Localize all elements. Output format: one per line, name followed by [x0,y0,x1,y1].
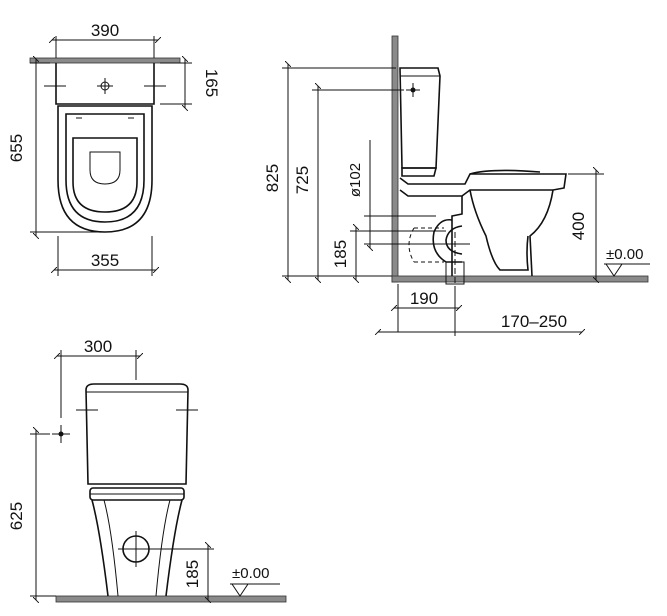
top-view: 390 165 655 355 [7,21,221,276]
dim-front-outlet-height: 185 [183,560,202,588]
side-view: 825 725 ø102 185 400 ±0.00 190 170–250 [263,35,650,336]
dim-bowl-width: 355 [91,251,119,270]
side-bowl-front [529,189,554,277]
top-inlet-cross-icon [97,78,113,94]
side-floor-level-marker: ±0.00 [604,246,650,277]
dim-front-inlet-height: 625 [7,502,26,530]
dim-seat-height: 400 [569,212,588,240]
dim-wall-offset: 190 [410,289,438,308]
side-wall [391,35,399,283]
top-tank-outline [55,63,155,105]
dim-tank-height: 825 [263,164,282,192]
front-inlet-cross-icon [52,425,70,443]
dim-top-width: 390 [91,21,119,40]
top-drain [89,151,121,185]
top-seat-outline [65,113,145,223]
front-floor-level: ±0.00 [232,565,269,582]
top-bowl-inner [72,137,138,213]
front-outlet-cross-icon [118,531,154,567]
dim-tank-depth: 165 [202,69,221,97]
top-wall-bar [29,57,181,64]
side-floor-level: ±0.00 [606,246,643,263]
dim-outlet-height: 185 [331,240,350,268]
dim-total-length: 655 [7,134,26,162]
dim-outlet-diameter: ø102 [347,163,364,197]
front-tank [85,383,189,485]
front-floor [55,595,287,603]
front-view: 300 625 185 ±0.00 [7,337,287,603]
dim-front-inlet-offset: 300 [84,337,112,356]
side-bowl-rim [399,173,567,197]
side-tank [399,67,441,169]
dim-outlet-range: 170–250 [501,312,567,331]
front-pedestal [91,499,183,597]
top-bowl-outline [57,105,153,233]
front-floor-level-marker: ±0.00 [230,565,280,597]
side-floor [391,275,649,283]
side-inlet-cross-icon [406,83,420,97]
side-trap [432,218,462,263]
dim-inlet-height: 725 [293,166,312,194]
